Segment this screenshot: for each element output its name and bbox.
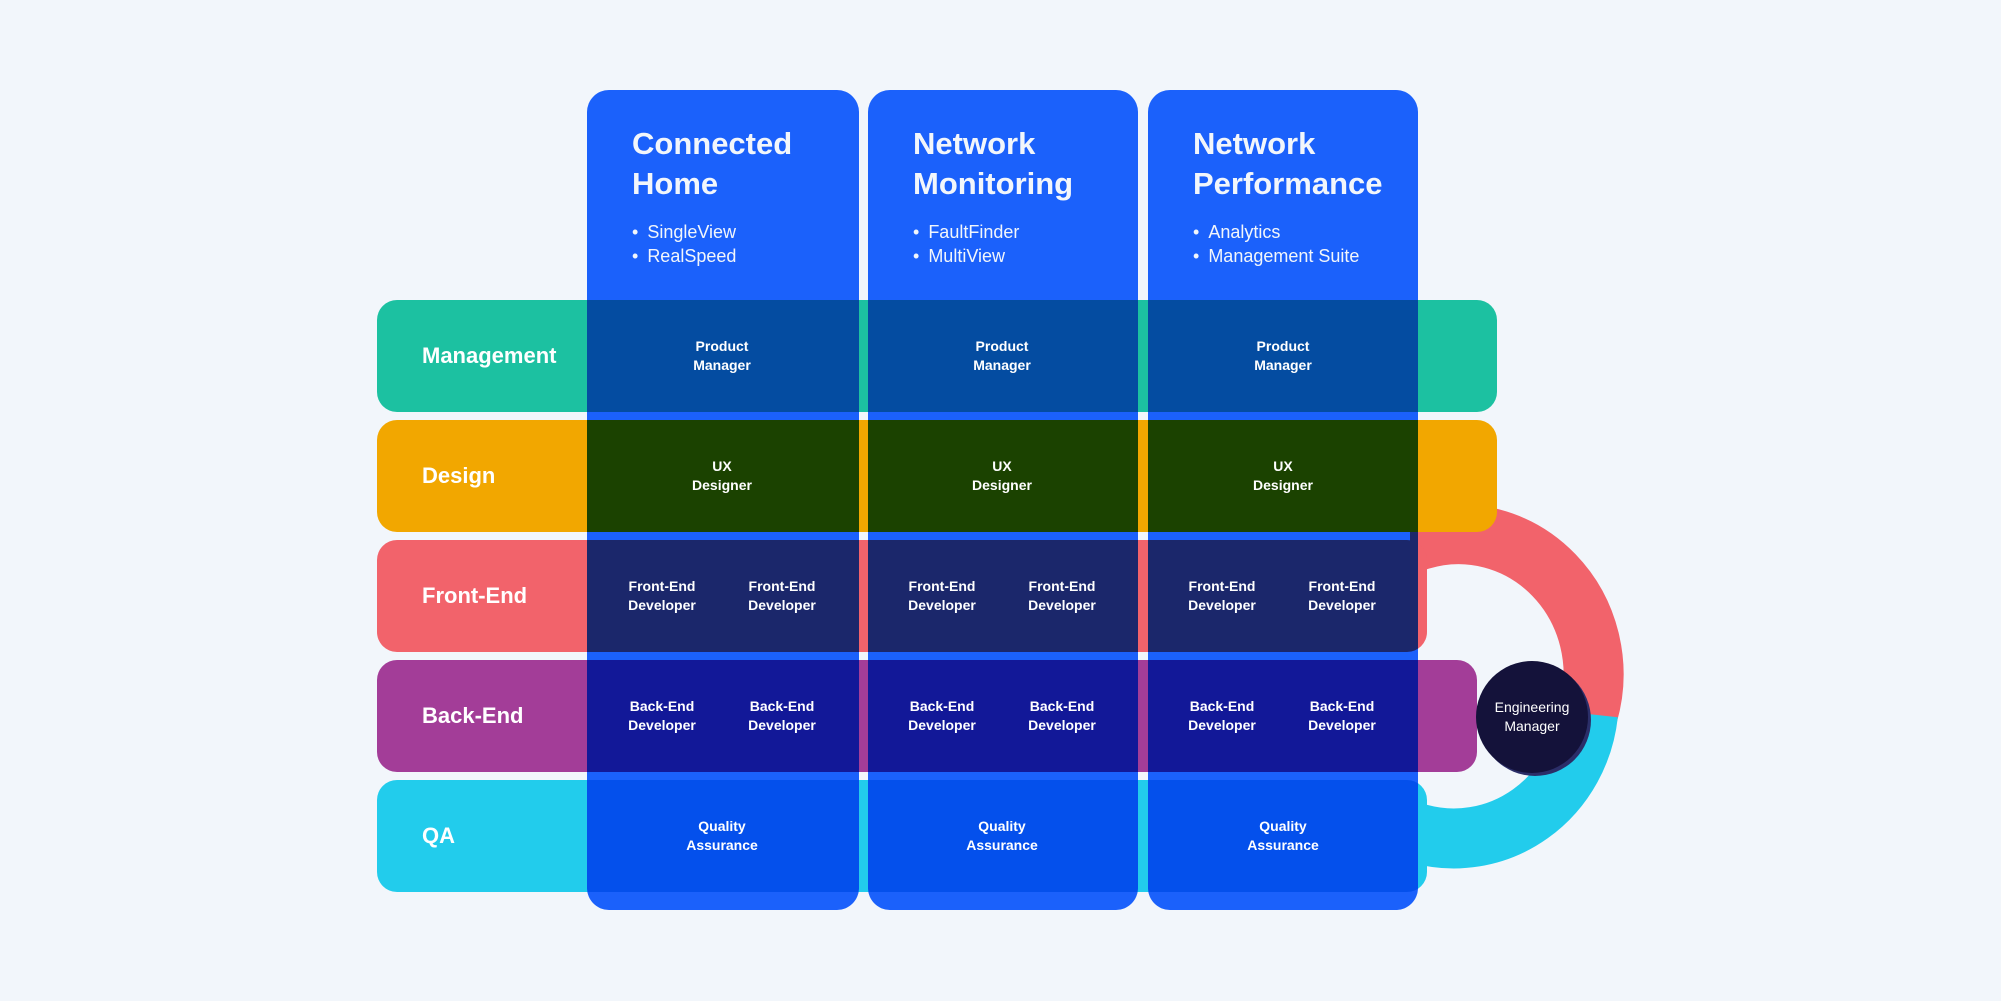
squad-product: Management Suite	[1193, 244, 1359, 268]
role-product-manager: Product Manager	[693, 338, 751, 373]
squad-product: RealSpeed	[632, 244, 736, 268]
role-back-end-developer: Back-End Developer	[1308, 698, 1376, 733]
squad-title: Connected Home	[632, 126, 793, 201]
squad-title: Network Performance	[1193, 126, 1383, 201]
squad-title: Network Monitoring	[913, 126, 1074, 201]
role-quality-assurance: Quality Assurance	[686, 818, 758, 853]
squad-product: Analytics	[1193, 220, 1359, 244]
role-product-manager: Product Manager	[1254, 338, 1312, 373]
role-front-end-developer: Front-End Developer	[628, 578, 696, 613]
squad-product-list: Analytics Management Suite	[1193, 220, 1359, 268]
discipline-label-management: Management	[422, 343, 557, 368]
role-quality-assurance: Quality Assurance	[1247, 818, 1319, 853]
squad-column-network-performance: Network Performance Analytics Management…	[1148, 90, 1418, 910]
role-front-end-developer: Front-End Developer	[1188, 578, 1256, 613]
role-back-end-developer: Back-End Developer	[1028, 698, 1096, 733]
qa-loop-arc	[1410, 710, 1618, 869]
role-product-manager: Product Manager	[973, 338, 1031, 373]
role-ux-designer: UX Designer	[692, 458, 752, 493]
discipline-label-qa: QA	[422, 823, 455, 848]
discipline-label-back-end: Back-End	[422, 703, 524, 728]
role-back-end-developer: Back-End Developer	[628, 698, 696, 733]
discipline-label-front-end: Front-End	[422, 583, 528, 608]
squad-column-connected-home: Connected Home SingleView RealSpeed	[587, 90, 859, 910]
role-front-end-developer: Front-End Developer	[1028, 578, 1096, 613]
squad-column-network-monitoring: Network Monitoring FaultFinder MultiView	[868, 90, 1138, 910]
role-back-end-developer: Back-End Developer	[908, 698, 976, 733]
role-quality-assurance: Quality Assurance	[966, 818, 1038, 853]
squad-product-list: FaultFinder MultiView	[913, 220, 1019, 268]
role-ux-designer: UX Designer	[972, 458, 1032, 493]
role-back-end-developer: Back-End Developer	[1188, 698, 1256, 733]
squad-product: MultiView	[913, 244, 1019, 268]
role-front-end-developer: Front-End Developer	[748, 578, 816, 613]
role-front-end-developer: Front-End Developer	[908, 578, 976, 613]
role-front-end-developer: Front-End Developer	[1308, 578, 1376, 613]
squad-product-list: SingleView RealSpeed	[632, 220, 736, 268]
front-end-loop-arc	[1410, 504, 1624, 723]
discipline-label-design: Design	[422, 463, 496, 488]
role-ux-designer: UX Designer	[1253, 458, 1313, 493]
engineering-manager-node: Engineering Manager	[1476, 661, 1588, 773]
squad-product: SingleView	[632, 220, 736, 244]
role-back-end-developer: Back-End Developer	[748, 698, 816, 733]
squad-product: FaultFinder	[913, 220, 1019, 244]
